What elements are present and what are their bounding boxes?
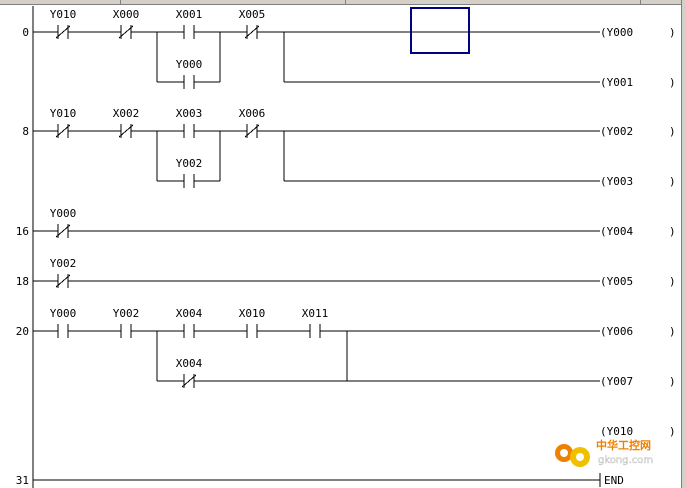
contact-y000-no[interactable]: Y000: [50, 307, 77, 338]
contact-label: Y010: [50, 107, 77, 120]
rung-31: 31 END: [16, 473, 624, 487]
contact-slash: [55, 124, 71, 138]
contact-y002-no[interactable]: Y002: [176, 157, 203, 188]
coil-y005[interactable]: (Y005): [600, 275, 676, 288]
watermark-cn-text: 中华工控网: [596, 438, 651, 452]
contact-label: Y002: [113, 307, 140, 320]
coil-y002[interactable]: (Y002): [600, 125, 676, 138]
coil-label: (Y007: [600, 375, 633, 388]
coil-close-bracket: ): [669, 125, 676, 138]
toolbar-segment: [120, 0, 346, 4]
contact-slash: [118, 25, 134, 39]
step-number: 20: [16, 325, 29, 338]
coil-close-bracket: ): [669, 225, 676, 238]
contact-slash: [55, 25, 71, 39]
contact-slash: [55, 274, 71, 288]
vertical-scrollbar[interactable]: [681, 0, 686, 488]
coil-y000[interactable]: (Y000): [600, 26, 676, 39]
contact-label: X000: [113, 8, 140, 21]
contact-y000-nc[interactable]: Y000: [50, 207, 77, 238]
contact-label: Y002: [176, 157, 203, 170]
contact-x005-nc[interactable]: X005: [239, 8, 266, 39]
contact-x011-no[interactable]: X011: [302, 307, 329, 338]
contact-slash: [181, 374, 197, 388]
coil-y004[interactable]: (Y004): [600, 225, 676, 238]
contact-label: X002: [113, 107, 140, 120]
coil-close-bracket: ): [669, 26, 676, 39]
watermark-site-text: gkong.com: [598, 455, 653, 466]
contact-label: X010: [239, 307, 266, 320]
step-number: 31: [16, 474, 29, 487]
edit-cursor[interactable]: [410, 7, 470, 54]
contact-x004-nc[interactable]: X004: [176, 357, 203, 388]
rung-16: 16 Y000: [16, 207, 600, 238]
coils: (Y000)(Y001)(Y002)(Y003)(Y004)(Y005)(Y00…: [600, 26, 676, 438]
end-instruction: END: [604, 474, 624, 487]
coil-close-bracket: ): [669, 175, 676, 188]
rung-18: 18 Y002: [16, 257, 600, 288]
coil-close-bracket: ): [669, 76, 676, 89]
contact-label: X003: [176, 107, 203, 120]
gear-icon: [555, 444, 590, 467]
coil-close-bracket: ): [669, 375, 676, 388]
toolbar-segment: [345, 0, 641, 4]
contact-y010-nc[interactable]: Y010: [50, 107, 77, 138]
coil-label: (Y010: [600, 425, 633, 438]
coil-y010[interactable]: (Y010): [600, 425, 676, 438]
coil-label: (Y000: [600, 26, 633, 39]
coil-label: (Y003: [600, 175, 633, 188]
contact-label: Y010: [50, 8, 77, 21]
toolbar-segment: [0, 0, 121, 4]
contact-label: Y000: [50, 307, 77, 320]
contact-label: X005: [239, 8, 266, 21]
contact-y002-no[interactable]: Y002: [113, 307, 140, 338]
coil-close-bracket: ): [669, 425, 676, 438]
contact-x010-no[interactable]: X010: [239, 307, 266, 338]
step-number: 8: [22, 125, 29, 138]
coil-y001[interactable]: (Y001): [600, 76, 676, 89]
contact-slash: [118, 124, 134, 138]
contact-label: X006: [239, 107, 266, 120]
coil-close-bracket: ): [669, 325, 676, 338]
contact-label: X001: [176, 8, 203, 21]
step-number: 0: [22, 26, 29, 39]
contact-x000-nc[interactable]: X000: [113, 8, 140, 39]
contact-x006-nc[interactable]: X006: [239, 107, 266, 138]
contact-label: Y000: [50, 207, 77, 220]
contact-x003-no[interactable]: X003: [176, 107, 203, 138]
contact-y010-nc[interactable]: Y010: [50, 8, 77, 39]
contact-slash: [244, 25, 260, 39]
contact-x004-no[interactable]: X004: [176, 307, 203, 338]
coil-label: (Y006: [600, 325, 633, 338]
contact-label: X004: [176, 357, 203, 370]
contact-label: Y000: [176, 58, 203, 71]
contact-y000-no[interactable]: Y000: [176, 58, 203, 89]
step-number: 18: [16, 275, 29, 288]
step-number: 16: [16, 225, 29, 238]
coil-close-bracket: ): [669, 275, 676, 288]
coil-label: (Y001: [600, 76, 633, 89]
contact-x001-no[interactable]: X001: [176, 8, 203, 39]
contact-slash: [244, 124, 260, 138]
contact-label: Y002: [50, 257, 77, 270]
coil-y007[interactable]: (Y007): [600, 375, 676, 388]
contact-label: X011: [302, 307, 329, 320]
contact-label: X004: [176, 307, 203, 320]
coil-y003[interactable]: (Y003): [600, 175, 676, 188]
coil-label: (Y004: [600, 225, 633, 238]
coil-y006[interactable]: (Y006): [600, 325, 676, 338]
coil-label: (Y005: [600, 275, 633, 288]
contact-slash: [55, 224, 71, 238]
contact-x002-nc[interactable]: X002: [113, 107, 140, 138]
coil-label: (Y002: [600, 125, 633, 138]
toolbar-strip: [0, 0, 686, 5]
watermark-logo: 中华工控网 gkong.com: [550, 432, 680, 474]
contact-y002-nc[interactable]: Y002: [50, 257, 77, 288]
